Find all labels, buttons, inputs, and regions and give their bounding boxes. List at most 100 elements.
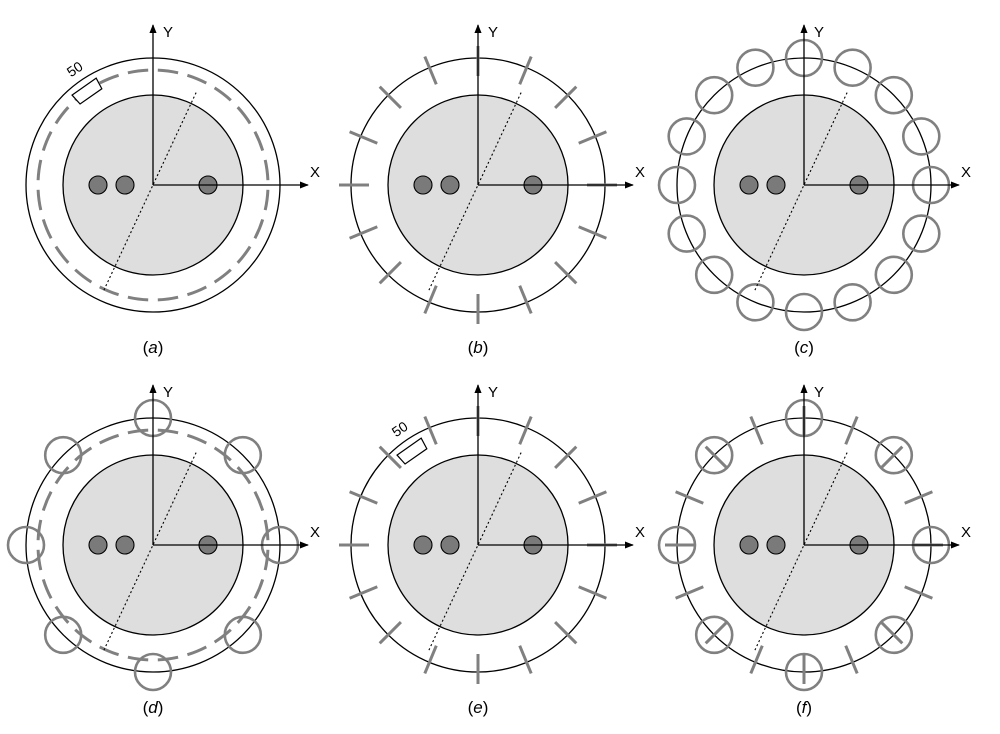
- ring-circle: [784, 652, 824, 692]
- arc-segment: [41, 491, 53, 512]
- dot-left: [413, 175, 433, 195]
- arc-segment: [186, 285, 207, 297]
- radial-tick: [749, 416, 764, 445]
- radial-tick: [749, 645, 764, 674]
- ring-circle: [694, 435, 734, 475]
- dimension-box: [396, 437, 428, 465]
- arc-segment: [236, 466, 252, 485]
- caption-letter: d: [148, 698, 158, 717]
- ring-circle: [736, 48, 775, 87]
- axes: [88, 24, 309, 293]
- caption-open: (: [796, 698, 802, 717]
- radial-tick: [518, 285, 533, 314]
- dot-left: [88, 175, 108, 195]
- arc-segment: [253, 131, 265, 152]
- dimension-box: [71, 77, 103, 105]
- arc-segment: [263, 519, 270, 541]
- radial-tick: [704, 445, 728, 469]
- dotted-diagonal-line: [753, 92, 848, 293]
- radial-tick: [423, 416, 438, 445]
- panel-caption: (d): [143, 698, 164, 717]
- y-axis-label: Y: [814, 384, 824, 401]
- radial-tick: [554, 621, 578, 645]
- ring-circle: [6, 525, 46, 565]
- y-axis-label: Y: [488, 24, 498, 41]
- dimension-label: 50: [389, 418, 411, 440]
- arc-segment: [99, 645, 120, 657]
- arc-segment: [213, 628, 232, 644]
- arc-segment: [263, 189, 270, 211]
- radial-tick-ring: [339, 46, 617, 324]
- arc-segment: [253, 491, 265, 512]
- arc-segment: [41, 218, 53, 239]
- radial-tick: [880, 621, 904, 645]
- radial-tick: [423, 56, 438, 85]
- y-axis-label: Y: [163, 384, 173, 401]
- caption-letter: f: [802, 698, 809, 717]
- x-axis-label: X: [961, 524, 971, 541]
- dot-middle: [115, 175, 135, 195]
- arc-segment: [36, 189, 43, 211]
- panel-c: X Y (c): [657, 24, 971, 357]
- radial-tick: [378, 261, 402, 285]
- radial-tick: [349, 585, 378, 600]
- caption-letter: a: [148, 338, 157, 357]
- panel-caption: (c): [794, 338, 814, 357]
- panel-caption: (e): [468, 698, 489, 717]
- dotted-diagonal-line: [427, 452, 522, 653]
- ring-circle: [694, 255, 734, 295]
- radial-tick: [904, 490, 933, 505]
- axes: [413, 384, 634, 653]
- caption-close: ): [808, 338, 814, 357]
- dot-middle: [115, 535, 135, 555]
- ring-circle: [833, 282, 872, 322]
- arc-segment: [186, 73, 207, 85]
- caption-close: ): [806, 698, 812, 717]
- caption-close: ): [158, 338, 164, 357]
- arc-segment: [263, 549, 270, 571]
- arc-segment: [54, 605, 70, 624]
- arc-segment: [99, 433, 120, 445]
- ring-circle: [43, 435, 83, 475]
- radial-tick: [880, 445, 904, 469]
- arc-segment-ring: [36, 68, 270, 302]
- panel-b: X Y (b): [339, 24, 645, 357]
- arc-segment: [41, 578, 53, 599]
- arc-segment: [74, 268, 93, 284]
- caption-close: ): [483, 338, 489, 357]
- arc-segment: [157, 428, 179, 435]
- arc-segment: [54, 466, 70, 485]
- arc-segment: [74, 446, 93, 462]
- x-axis-label: X: [635, 524, 645, 541]
- radial-tick: [349, 225, 378, 240]
- arc-segment: [213, 86, 232, 102]
- radial-tick: [378, 445, 402, 469]
- x-axis-label: X: [310, 524, 320, 541]
- radial-tick: [378, 621, 402, 645]
- arc-segment: [236, 245, 252, 264]
- radial-tick: [518, 56, 533, 85]
- y-axis-label: Y: [488, 384, 498, 401]
- arc-segment: [253, 578, 265, 599]
- ring-circle: [901, 214, 941, 253]
- radial-tick: [844, 645, 859, 674]
- ring-circle: [223, 615, 263, 655]
- dimension-marker: 50: [389, 418, 428, 465]
- axes: [88, 384, 309, 653]
- arc-segment: [157, 68, 179, 75]
- ring-circle: [874, 255, 914, 295]
- arc-segment: [186, 645, 207, 657]
- arc-segment: [74, 628, 93, 644]
- arc-segment: [157, 655, 179, 662]
- dimension-marker: 50: [64, 58, 103, 105]
- panel-caption: (f): [796, 698, 812, 717]
- ring-circle: [223, 435, 263, 475]
- caption-close: ): [483, 698, 489, 717]
- arc-segment: [236, 106, 252, 125]
- panel-caption: (a): [143, 338, 164, 357]
- radial-tick: [554, 85, 578, 109]
- circle-ring: [657, 38, 951, 332]
- ring-circle: [833, 48, 872, 87]
- arc-segment: [127, 68, 149, 75]
